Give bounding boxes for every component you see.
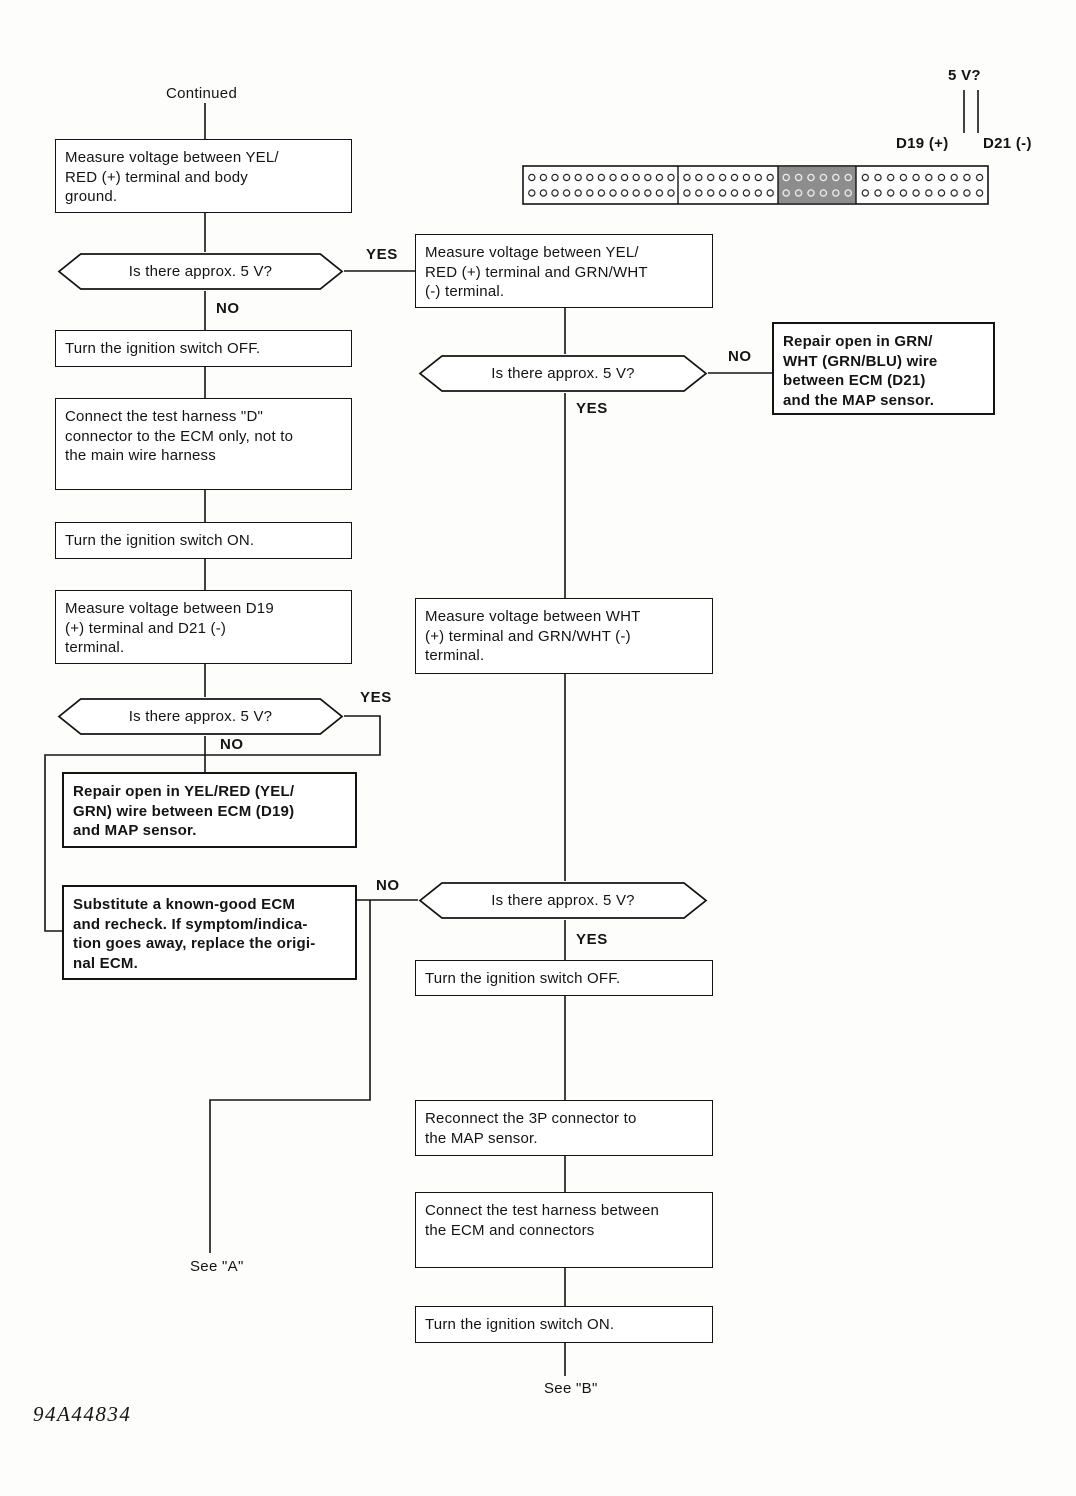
step-ignition-on-2: Turn the ignition switch ON. bbox=[415, 1306, 713, 1343]
step-ignition-on-1: Turn the ignition switch ON. bbox=[55, 522, 352, 559]
see-b-label: See "B" bbox=[544, 1380, 598, 1397]
step-ignition-off-2: Turn the ignition switch OFF. bbox=[415, 960, 713, 996]
action-repair-yel-red-wire: Repair open in YEL/RED (YEL/ GRN) wire b… bbox=[62, 772, 357, 848]
decision-text: Is there approx. 5 V? bbox=[491, 365, 635, 382]
step-reconnect-3p-connector: Reconnect the 3P connector to the MAP se… bbox=[415, 1100, 713, 1156]
step-connect-test-harness-d: Connect the test harness "D" connector t… bbox=[55, 398, 352, 490]
yes-label-2: YES bbox=[360, 689, 392, 706]
terminal-d21-label: D21 (-) bbox=[983, 135, 1032, 152]
hexagon-shape bbox=[57, 253, 344, 290]
flow-connectors bbox=[44, 90, 979, 1376]
hexagon-shape bbox=[57, 698, 344, 735]
voltage-5v-label: 5 V? bbox=[948, 67, 981, 84]
decision-5v-2: Is there approx. 5 V? bbox=[57, 697, 344, 736]
decision-text: Is there approx. 5 V? bbox=[491, 892, 635, 909]
hexagon-shape bbox=[418, 355, 708, 392]
action-repair-grn-wht-wire: Repair open in GRN/ WHT (GRN/BLU) wire b… bbox=[772, 322, 995, 415]
ecm-connector-graphic bbox=[522, 165, 989, 205]
decision-5v-4: Is there approx. 5 V? bbox=[418, 881, 708, 920]
step-measure-yelred-grnwht: Measure voltage between YEL/ RED (+) ter… bbox=[415, 234, 713, 308]
yes-label-3: YES bbox=[576, 400, 608, 417]
decision-text: Is there approx. 5 V? bbox=[128, 708, 273, 725]
yes-label-1: YES bbox=[366, 246, 398, 263]
figure-code: 94A44834 bbox=[33, 1402, 132, 1426]
yes-label-4: YES bbox=[576, 931, 608, 948]
step-ignition-off-1: Turn the ignition switch OFF. bbox=[55, 330, 352, 367]
step-measure-body-ground: Measure voltage between YEL/ RED (+) ter… bbox=[55, 139, 352, 213]
decision-text: Is there approx. 5 V? bbox=[128, 263, 273, 280]
no-label-4: NO bbox=[376, 877, 400, 894]
no-label-2: NO bbox=[220, 736, 244, 753]
terminal-d19-label: D19 (+) bbox=[896, 135, 949, 152]
decision-5v-3: Is there approx. 5 V? bbox=[418, 354, 708, 393]
step-connect-test-harness-ecm: Connect the test harness between the ECM… bbox=[415, 1192, 713, 1268]
hexagon-shape bbox=[418, 882, 708, 919]
decision-5v-1: Is there approx. 5 V? bbox=[57, 252, 344, 291]
no-label-1: NO bbox=[216, 300, 240, 317]
step-measure-d19-d21: Measure voltage between D19 (+) terminal… bbox=[55, 590, 352, 664]
action-substitute-ecm: Substitute a known-good ECM and recheck.… bbox=[62, 885, 357, 980]
no-label-3: NO bbox=[728, 348, 752, 365]
see-a-label: See "A" bbox=[190, 1258, 244, 1275]
continued-label: Continued bbox=[166, 85, 238, 102]
step-measure-wht-grnwht: Measure voltage between WHT (+) terminal… bbox=[415, 598, 713, 674]
